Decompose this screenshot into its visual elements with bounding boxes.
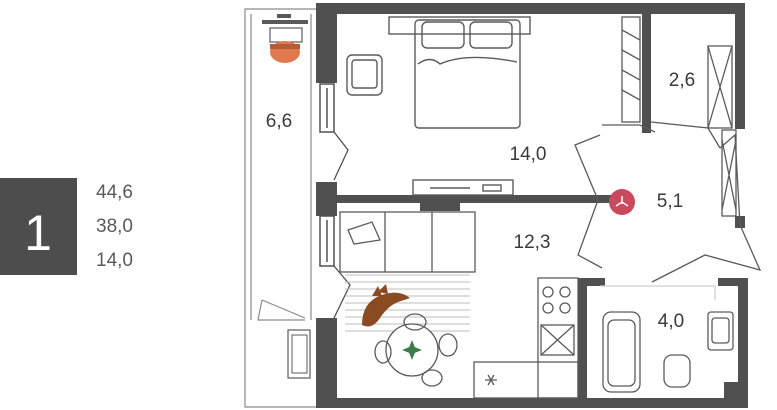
chair	[403, 313, 427, 331]
kitchen-area: 14,0	[96, 250, 133, 271]
tv-stand-detail	[482, 184, 502, 192]
armchair	[346, 54, 383, 96]
apartment-info: 1 44,6 38,0 14,0	[0, 178, 133, 275]
headboard	[388, 16, 531, 35]
balcony-table	[269, 27, 303, 43]
stove-burner	[559, 302, 571, 314]
room-label-bathroom: 4,0	[658, 311, 684, 332]
room-label-balcony: 6,6	[266, 111, 292, 132]
wall-segment	[718, 278, 748, 286]
bathroom-fixtures	[600, 285, 734, 393]
plant-icon	[402, 340, 422, 360]
kitchen-counter	[537, 277, 579, 399]
heater	[609, 189, 635, 215]
cat-icon	[362, 284, 410, 327]
stove-burner	[542, 302, 554, 314]
wardrobe-rack	[707, 45, 733, 129]
kitchen-counter	[473, 361, 579, 399]
sofa	[339, 211, 476, 273]
wardrobe-rack-cross	[707, 45, 733, 129]
washbasin	[707, 311, 734, 351]
rooms-count-badge	[0, 178, 77, 275]
chair	[374, 340, 392, 364]
living-area: 38,0	[96, 216, 133, 237]
balcony-furniture	[262, 14, 311, 379]
chair	[421, 369, 443, 387]
wall-segment	[578, 278, 587, 398]
balcony-doors	[333, 131, 351, 319]
hall-doors	[574, 124, 762, 283]
wall-segment	[645, 3, 745, 14]
wardrobe	[621, 16, 733, 149]
pillow	[421, 21, 465, 49]
wall-segment	[316, 182, 337, 216]
pillow	[469, 21, 513, 49]
double-bed	[414, 19, 521, 129]
wall-segment	[316, 3, 337, 83]
toilet	[663, 354, 691, 388]
sink	[540, 324, 575, 356]
entrance-door	[721, 129, 737, 217]
entrance-door-cross	[721, 139, 737, 211]
star-icon	[485, 374, 497, 386]
wall-segment	[337, 195, 612, 203]
walls	[316, 3, 748, 408]
room-label-kitchen: 12,3	[514, 232, 551, 253]
wall-segment	[420, 203, 460, 211]
blanket-fold	[417, 56, 518, 65]
wall-segment	[578, 278, 605, 286]
wall-segment	[316, 3, 650, 14]
bathtub	[602, 311, 641, 393]
balcony	[244, 8, 318, 408]
bathtub-inner	[607, 319, 636, 387]
room-label-bedroom: 14,0	[510, 144, 547, 165]
wall-segment	[316, 398, 746, 408]
wardrobe-shelf	[621, 16, 641, 123]
wall-segment	[738, 280, 748, 392]
room-label-wardrobe: 2,6	[669, 70, 695, 91]
rooms-count: 1	[24, 205, 52, 261]
wall-segment	[642, 3, 651, 133]
total-area: 44,6	[96, 182, 133, 203]
stove-burner	[559, 286, 571, 298]
stove-burner	[542, 286, 554, 298]
wall-segment	[724, 382, 748, 408]
wardrobe-hangers	[621, 29, 641, 101]
sofa-cushion	[347, 221, 381, 245]
bedroom-furniture	[346, 16, 531, 196]
windows	[319, 83, 335, 267]
tv-stand	[412, 179, 514, 196]
wall-segment	[735, 3, 745, 129]
chair	[438, 333, 458, 357]
balcony-bench	[287, 329, 311, 379]
armchair-seat	[351, 59, 378, 89]
room-label-hall: 5,1	[657, 191, 683, 212]
room-labels: 6,6 2,6 14,0 5,1 12,3 4,0	[266, 70, 695, 332]
wall-segment	[316, 318, 337, 407]
